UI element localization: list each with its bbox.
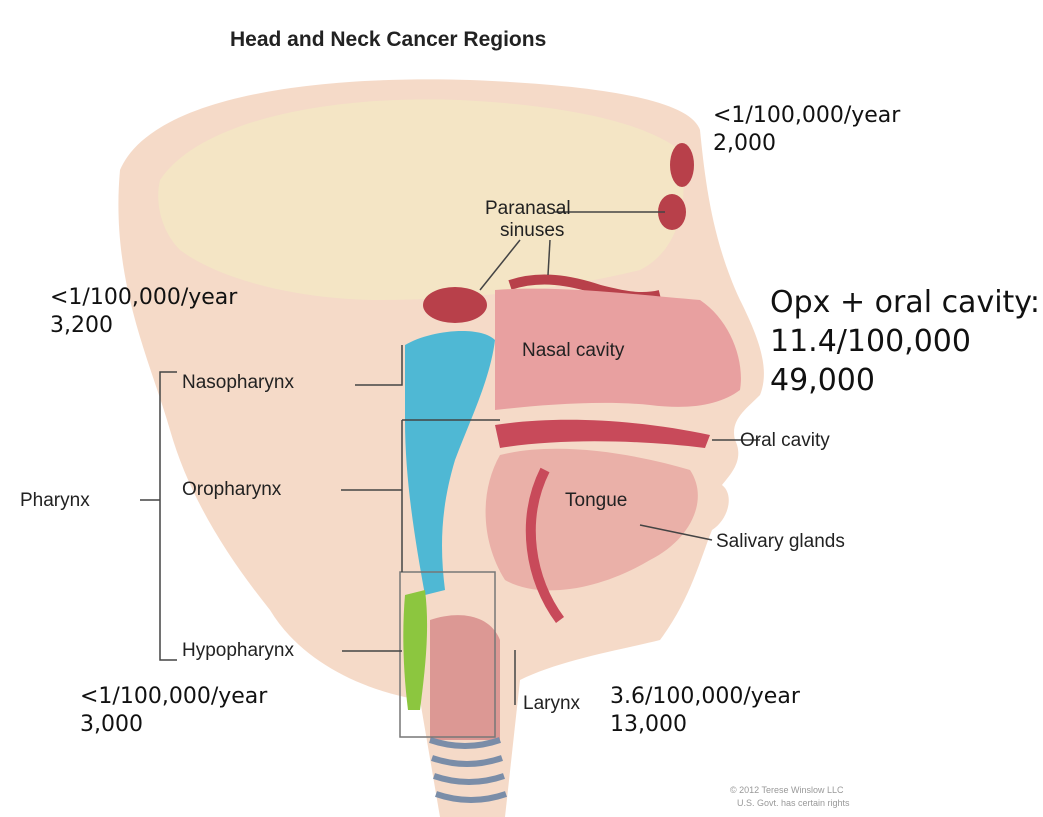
hypopharynx-label: Hypopharynx [182,640,294,662]
larynx-shape [430,615,500,740]
pharynx-label: Pharynx [20,490,90,512]
page-title: Head and Neck Cancer Regions [230,28,546,52]
copyright-line-1: © 2012 Terese Winslow LLC [730,785,844,795]
opx-oral-count: 49,000 [770,361,1040,400]
nasopharynx-rate: <1/100,000/year [50,284,237,312]
oropharynx-label: Oropharynx [182,479,281,501]
frontal-sinus [670,143,694,187]
sinus-rate: <1/100,000/year [713,102,900,130]
hypopharynx-count: 3,000 [80,711,267,739]
opx-oral-stats: Opx + oral cavity: 11.4/100,000 49,000 [770,283,1040,400]
opx-oral-rate: 11.4/100,000 [770,322,1040,361]
larynx-label: Larynx [523,693,580,715]
brain-region [158,99,683,300]
nasopharynx-label: Nasopharynx [182,372,294,394]
larynx-rate: 3.6/100,000/year [610,683,800,711]
nasal-cavity-label: Nasal cavity [522,340,624,362]
paranasal-label-2: sinuses [500,220,564,242]
hypopharynx-rate: <1/100,000/year [80,683,267,711]
larynx-stats: 3.6/100,000/year 13,000 [610,683,800,738]
sinus-stats: <1/100,000/year 2,000 [713,102,900,157]
sinus-count: 2,000 [713,130,900,158]
salivary-glands-label: Salivary glands [716,531,845,553]
sphenoid-sinus [423,287,487,323]
opx-oral-heading: Opx + oral cavity: [770,283,1040,322]
paranasal-label-1: Paranasal [485,198,571,220]
hypopharynx-stats: <1/100,000/year 3,000 [80,683,267,738]
copyright-line-2: U.S. Govt. has certain rights [737,798,850,808]
nasopharynx-stats: <1/100,000/year 3,200 [50,284,237,339]
tongue-label: Tongue [565,490,627,512]
larynx-count: 13,000 [610,711,800,739]
oral-cavity-label: Oral cavity [740,430,830,452]
nasopharynx-count: 3,200 [50,312,237,340]
